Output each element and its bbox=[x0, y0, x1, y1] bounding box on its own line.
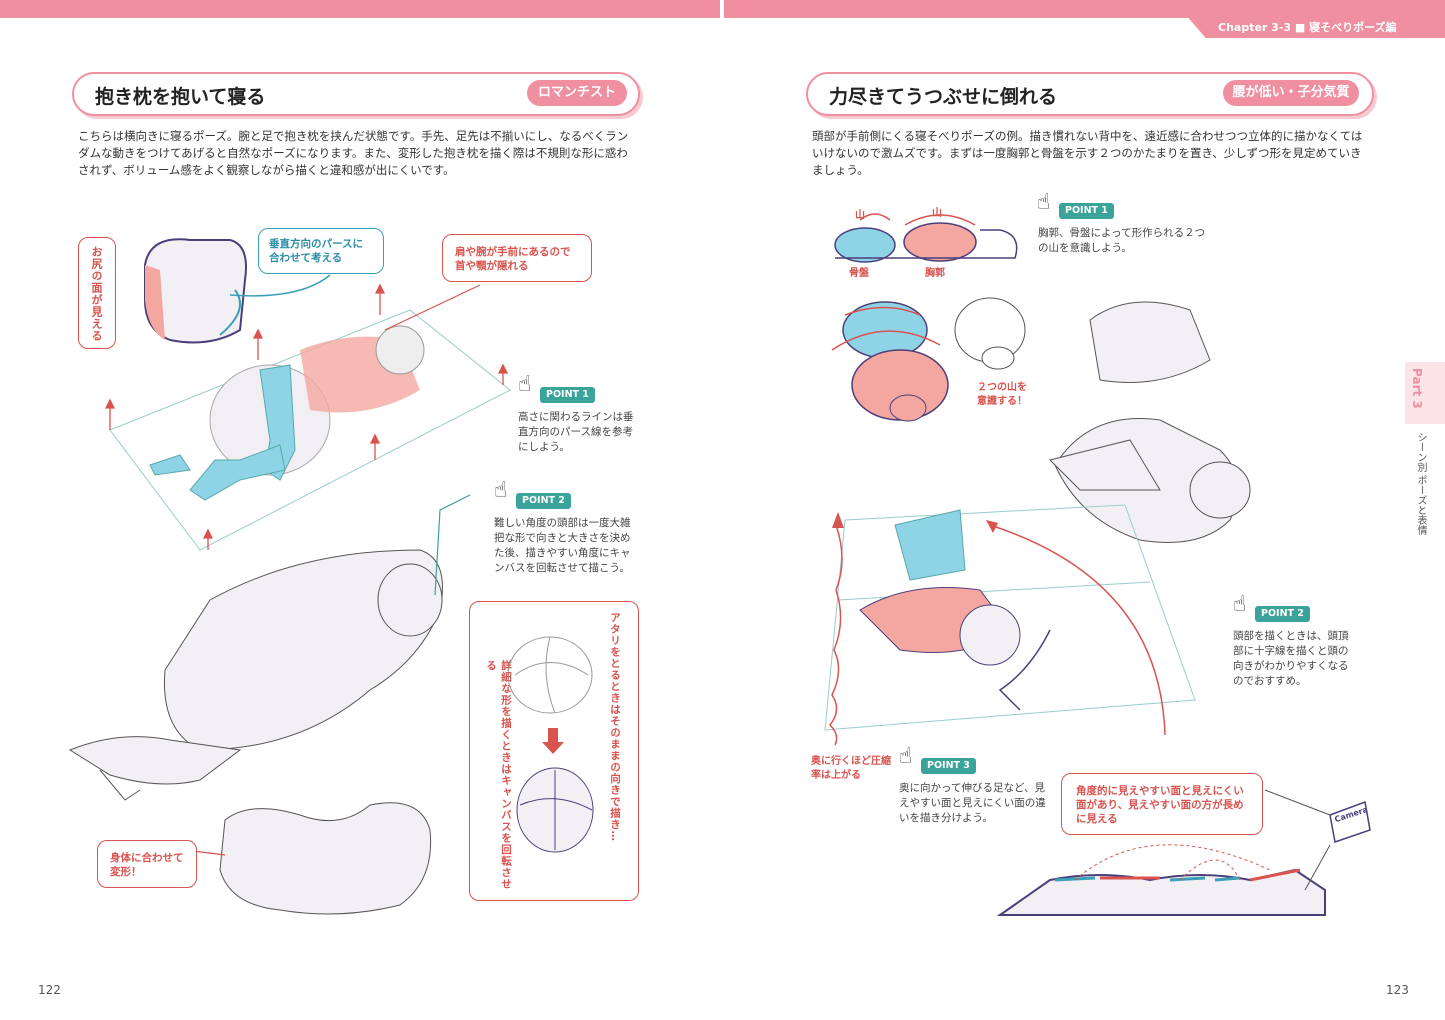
pillow-hip-face bbox=[145, 265, 165, 340]
part-tab bbox=[1405, 362, 1445, 424]
mountain-label-2: 山 bbox=[932, 208, 942, 219]
ribcage-label: 胸郭 bbox=[925, 268, 945, 279]
right-page-number: 123 bbox=[1386, 983, 1409, 997]
callout-deform: 身体に合わせて変形！ bbox=[97, 840, 197, 888]
callout-hip-box bbox=[78, 237, 116, 349]
pointing-hand-icon: ☝ bbox=[1233, 592, 1247, 617]
detail-text: 詳細な形を描くときはキャンバスを回転させる bbox=[485, 660, 512, 890]
part-label: Part 3 bbox=[1410, 368, 1424, 409]
atari-text: アタリをとるときはそのままの向きで描き… bbox=[609, 612, 621, 842]
callout-vertical-perspective: 垂直方向のパースに合わせて考える bbox=[258, 228, 384, 274]
right-illustration bbox=[824, 213, 1371, 916]
vertical-arrows bbox=[104, 283, 509, 550]
left-body-text: こちらは横向きに寝るポーズ。腕と足で抱き枕を挟んだ状態です。手先、足先は不揃いに… bbox=[78, 129, 629, 177]
right-point3-label: POINT 3 bbox=[921, 758, 976, 774]
right-point2-label: POINT 2 bbox=[1255, 606, 1310, 622]
right-point3-text: 奥に向かって伸びる足など、見えやすい面と見えにくい面の違いを描き分けよう。 bbox=[899, 782, 1046, 824]
right-character-tag: 腰が低い・子分気質 bbox=[1223, 80, 1359, 106]
callout-shoulder: 肩や腕が手前にあるので首や顎が隠れる bbox=[442, 234, 592, 282]
compression-note: 奥に行くほど圧縮率は上がる bbox=[811, 756, 891, 781]
chapter-label: Chapter 3-3 ■ 寝そべりポーズ編 bbox=[1218, 21, 1397, 34]
pelvis-label: 骨盤 bbox=[849, 268, 869, 279]
head-sketches bbox=[507, 636, 594, 853]
left-character-tag: ロマンチスト bbox=[527, 80, 627, 106]
section-side-label: シーン別 ポーズと表情 bbox=[1415, 432, 1426, 536]
camera-icon bbox=[1329, 800, 1371, 843]
page-gutter bbox=[720, 0, 724, 18]
left-page-number: 122 bbox=[38, 983, 61, 997]
down-arrow-icon bbox=[548, 728, 558, 742]
left-page-title: 抱き枕を抱いて寝る bbox=[95, 86, 266, 108]
mountain-label-1: 山 bbox=[855, 210, 865, 221]
pointing-hand-icon: ☝ bbox=[899, 744, 913, 769]
callout-visible-face: 角度的に見えやすい面と見えにくい面があり、見えやすい面の方が長めに見える bbox=[1061, 773, 1263, 835]
right-point1-label: POINT 1 bbox=[1059, 203, 1114, 219]
left-point2-text: 難しい角度の頭部は一度大雑把な形で向きと大きさを決めた後、描きやすい角度にキャン… bbox=[494, 517, 631, 574]
two-mountains-note: ２つの山を意識する！ bbox=[977, 382, 1027, 407]
left-point1-text: 高さに関わるラインは垂直方向のパース線を参考にしよう。 bbox=[518, 411, 634, 453]
right-point2-text: 頭部を描くときは、頭頂部に十字線を描くと頭の向きがわかりやすくなるのでおすすめ。 bbox=[1233, 630, 1349, 687]
callout-hip-text: お尻の面が見える bbox=[90, 246, 103, 342]
right-point1-text: 胸郭、骨盤によって形作られる２つの山を意識しよう。 bbox=[1038, 227, 1206, 254]
right-body-text: 頭部が手前側にくる寝そべりポーズの例。描き慣れない背中を、遠近感に合わせつつ立体… bbox=[812, 129, 1363, 177]
right-page-title: 力尽きてうつぶせに倒れる bbox=[829, 86, 1058, 108]
left-point2-label: POINT 2 bbox=[516, 493, 571, 509]
pointing-hand-icon: ☝ bbox=[1037, 190, 1051, 215]
pointing-hand-icon: ☝ bbox=[494, 478, 508, 503]
chapter-tab bbox=[1185, 14, 1445, 38]
pointing-hand-icon: ☝ bbox=[518, 372, 532, 397]
left-illustration bbox=[68, 238, 511, 915]
left-point1-label: POINT 1 bbox=[540, 387, 595, 403]
